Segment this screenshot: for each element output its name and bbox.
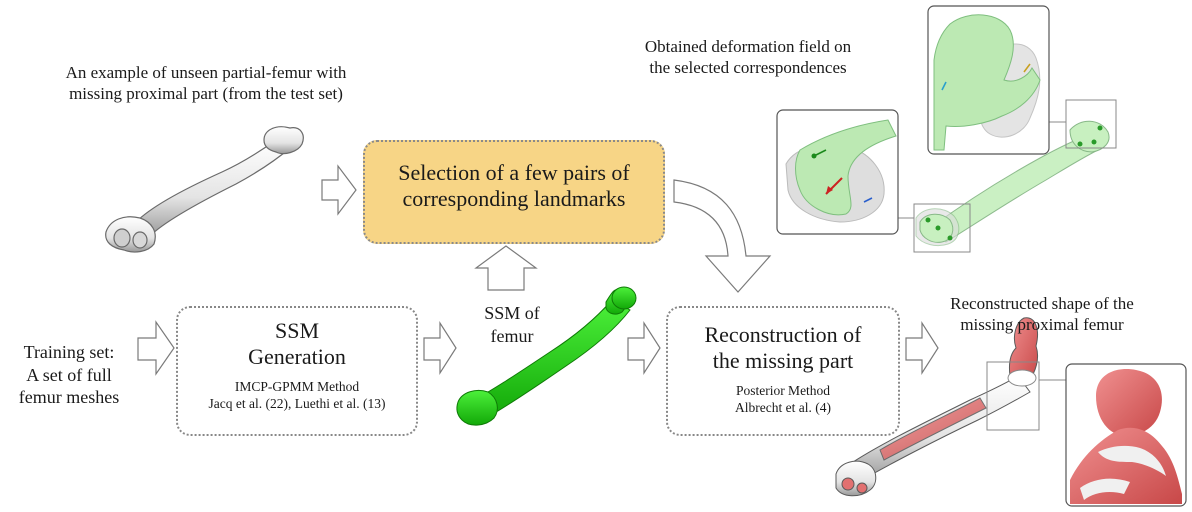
reconstruction-title: Reconstruction of bbox=[704, 322, 862, 347]
reconstruction-refs: Albrecht et al. (4) bbox=[735, 399, 831, 415]
reconstruction-title: the missing part bbox=[712, 348, 854, 374]
ssm-generation-title: Generation bbox=[248, 344, 346, 370]
ssm-femur-caption-line: femur bbox=[490, 325, 534, 346]
selection-box-line: corresponding landmarks bbox=[402, 186, 626, 212]
deformation-top-selection-rect bbox=[1065, 99, 1117, 149]
ssm-generation-refs: Jacq et al. (22), Luethi et al. (13) bbox=[208, 395, 386, 411]
ssm-generation-box: SSM Generation IMCP-GPMM Method Jacq et … bbox=[176, 306, 418, 436]
arrow-curved-selection-to-reconstruction bbox=[673, 179, 772, 293]
inset-proximal-deformation bbox=[927, 5, 1050, 155]
training-set-caption-line: femur meshes bbox=[18, 387, 120, 407]
ssm-femur-bone bbox=[456, 286, 637, 426]
deformation-caption-line: Obtained deformation field on bbox=[644, 37, 852, 56]
deformation-bottom-selection-rect bbox=[913, 203, 971, 253]
ssm-femur-caption-line: SSM of bbox=[484, 303, 540, 323]
reconstructed-caption-line: Reconstructed shape of the bbox=[950, 294, 1134, 313]
ssm-generation-method: IMCP-GPMM Method bbox=[234, 378, 360, 394]
selection-box-line: Selection of a few pairs of bbox=[398, 160, 630, 185]
arrow-partial-to-selection bbox=[321, 164, 357, 216]
arrow-ssm-up-to-selection bbox=[474, 245, 538, 291]
partial-femur-caption-line: missing proximal part (from the test set… bbox=[69, 84, 343, 104]
inset-distal-deformation bbox=[776, 109, 899, 235]
partial-femur-caption-line: An example of unseen partial-femur with bbox=[65, 63, 347, 82]
training-set-caption-line: Training set: bbox=[23, 342, 115, 362]
training-set-caption-line: A set of full bbox=[26, 364, 112, 385]
reconstructed-caption-line: missing proximal femur bbox=[960, 315, 1124, 335]
arrow-model-to-reconstruction bbox=[627, 320, 661, 376]
reconstructed-caption: Reconstructed shape of the missing proxi… bbox=[912, 293, 1172, 336]
deformation-landmarks bbox=[925, 125, 1103, 241]
selection-box: Selection of a few pairs of correspondin… bbox=[363, 140, 665, 244]
training-set-caption: Training set: A set of full femur meshes bbox=[0, 341, 138, 409]
reconstruction-box: Reconstruction of the missing part Poste… bbox=[666, 306, 900, 436]
partial-femur-bone bbox=[105, 126, 304, 253]
ssm-generation-title: SSM bbox=[274, 318, 320, 343]
reconstructed-femur-bone bbox=[835, 317, 1039, 497]
arrow-reconstruction-to-result bbox=[905, 320, 939, 376]
deformation-caption-line: the selected correspondences bbox=[649, 58, 847, 78]
arrow-training-to-ssm bbox=[137, 320, 175, 376]
inset-reconstructed-proximal bbox=[1065, 363, 1187, 507]
reconstruction-method: Posterior Method bbox=[735, 382, 831, 398]
arrow-ssm-to-model bbox=[423, 320, 457, 376]
ssm-femur-caption: SSM of femur bbox=[462, 302, 562, 347]
deformation-caption: Obtained deformation field on the select… bbox=[598, 36, 898, 79]
partial-femur-caption: An example of unseen partial-femur with … bbox=[56, 62, 356, 105]
reconstruction-selection-rect bbox=[986, 361, 1040, 431]
